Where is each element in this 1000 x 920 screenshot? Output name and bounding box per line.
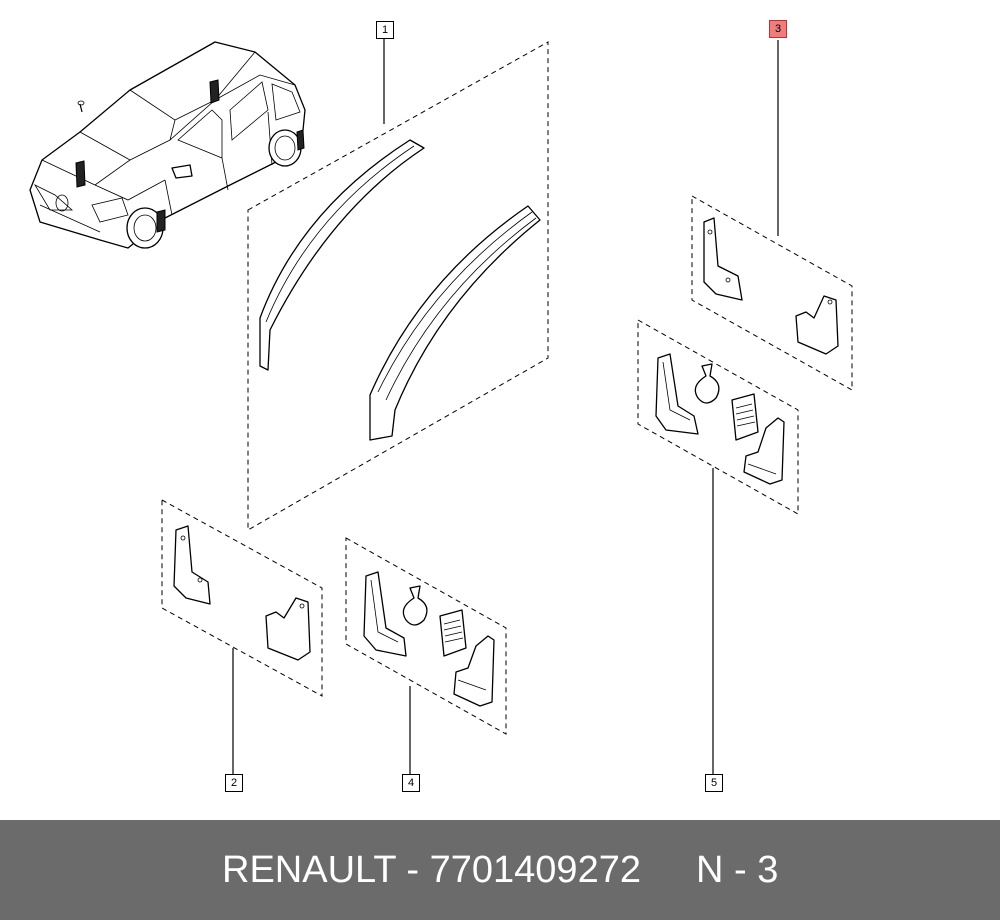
mudflap-group-3 xyxy=(691,40,853,391)
callout-5[interactable]: 5 xyxy=(705,774,723,792)
parts-diagram xyxy=(29,38,853,774)
part-number-label: RENAULT - 7701409272 xyxy=(222,849,641,891)
deflector-group xyxy=(247,38,549,531)
callout-1[interactable]: 1 xyxy=(376,21,394,39)
footer-bar: RENAULT - 7701409272 N - 3 xyxy=(0,820,1000,920)
car-illustration xyxy=(29,41,306,249)
reference-label: N - 3 xyxy=(696,849,779,891)
callout-4[interactable]: 4 xyxy=(402,774,420,792)
mudflap-group-2 xyxy=(161,499,323,774)
mudflap-kit-5 xyxy=(637,319,799,774)
mudflap-kit-4 xyxy=(345,537,507,774)
callout-2[interactable]: 2 xyxy=(225,774,243,792)
callout-3[interactable]: 3 xyxy=(769,20,787,38)
